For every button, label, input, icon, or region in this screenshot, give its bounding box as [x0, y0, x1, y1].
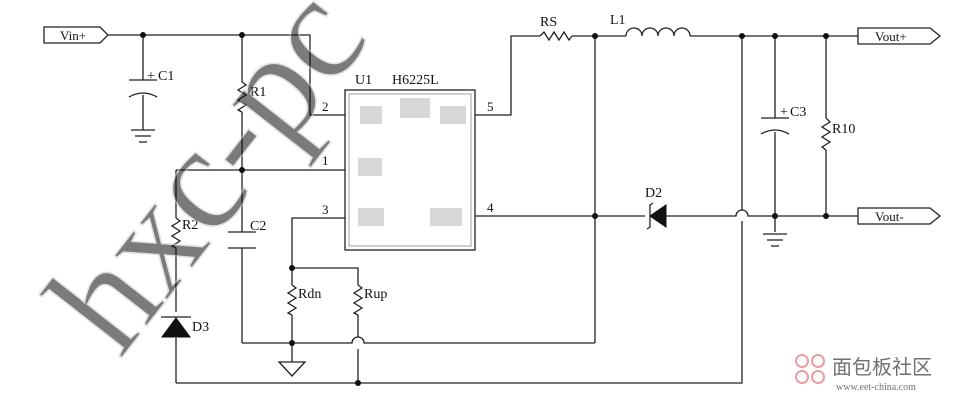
blurred-pin-label — [430, 208, 462, 226]
capacitor-c2: C2 — [228, 219, 266, 249]
port-vin-plus: Vin+ — [43, 26, 109, 44]
resistor-r1: R1 — [236, 81, 266, 113]
c3-plus-sign: + — [780, 105, 788, 120]
site-logo-watermark: 面包板社区 www.eet-china.com — [795, 354, 932, 393]
inductor-l1: L1 — [610, 13, 691, 37]
port-vin-plus-label: Vin+ — [60, 28, 86, 43]
rs-label: RS — [540, 15, 557, 30]
junction-dot — [592, 33, 598, 39]
l1-label: L1 — [610, 13, 626, 28]
junction-dot — [239, 32, 245, 38]
port-vout-minus: Vout- — [857, 207, 942, 225]
ic-pin-1: 1 — [322, 153, 329, 168]
resistor-r10: R10 — [820, 117, 855, 151]
c3-label: C3 — [790, 105, 806, 120]
junction-dot — [355, 380, 361, 386]
diode-d3: D3 — [161, 316, 209, 338]
c1-plus-sign: + — [147, 69, 155, 84]
junction-dot — [772, 33, 778, 39]
resistor-rs: RS — [539, 15, 573, 42]
resistor-rdn: Rdn — [286, 284, 321, 316]
r1-label: R1 — [250, 85, 266, 100]
logo-text: 面包板社区 — [832, 356, 932, 379]
c2-label: C2 — [250, 219, 266, 234]
d2-label: D2 — [645, 186, 662, 201]
logo-icon — [795, 354, 825, 384]
capacitor-c3: + C3 — [760, 105, 806, 135]
junction-dot — [772, 213, 778, 219]
resistor-rup: Rup — [352, 284, 387, 316]
rup-label: Rup — [364, 287, 387, 302]
port-vout-minus-label: Vout- — [875, 209, 904, 224]
blurred-pin-label — [440, 106, 466, 124]
junction-dot — [289, 265, 295, 271]
port-vout-plus: Vout+ — [857, 27, 942, 45]
blurred-pin-label — [360, 106, 382, 124]
diode-d2: D2 — [645, 186, 667, 230]
junction-dot — [823, 33, 829, 39]
junction-dot — [239, 167, 245, 173]
rdn-label: Rdn — [298, 287, 321, 302]
ic-pin-3: 3 — [322, 202, 329, 217]
ic-u1: U1 H6225L 2 1 3 5 4 — [322, 73, 494, 251]
ic-part-number: H6225L — [392, 73, 439, 88]
ic-pin-2: 2 — [322, 99, 329, 114]
ic-pin-5: 5 — [487, 99, 494, 114]
ic-designator: U1 — [355, 73, 372, 88]
capacitor-c1: + C1 — [128, 69, 174, 98]
d3-label: D3 — [192, 320, 209, 335]
port-vout-plus-label: Vout+ — [875, 29, 907, 44]
junction-dot — [140, 32, 146, 38]
wire-rdn-rup — [291, 315, 359, 362]
wire-vin-rail — [108, 34, 345, 116]
r10-label: R10 — [832, 122, 855, 137]
wire-return-bottom — [176, 221, 743, 384]
ground-rdn — [277, 361, 307, 377]
ic-pin-4: 4 — [487, 200, 494, 215]
ground-c1 — [131, 129, 155, 143]
junction-dots — [140, 32, 829, 386]
blurred-pin-label — [358, 208, 384, 226]
resistor-r2: R2 — [170, 217, 198, 249]
blurred-pin-label — [358, 158, 382, 176]
wire-pin5 — [475, 35, 540, 116]
r2-label: R2 — [182, 218, 198, 233]
wire-sense-bottom — [242, 336, 595, 344]
ground-c3 — [763, 233, 787, 247]
c1-label: C1 — [158, 69, 174, 84]
logo-url: www.eet-china.com — [836, 382, 916, 393]
junction-dot — [823, 213, 829, 219]
junction-dot — [739, 33, 745, 39]
junction-dot — [592, 213, 598, 219]
junction-dot — [289, 340, 295, 346]
blurred-pin-label — [400, 98, 430, 118]
